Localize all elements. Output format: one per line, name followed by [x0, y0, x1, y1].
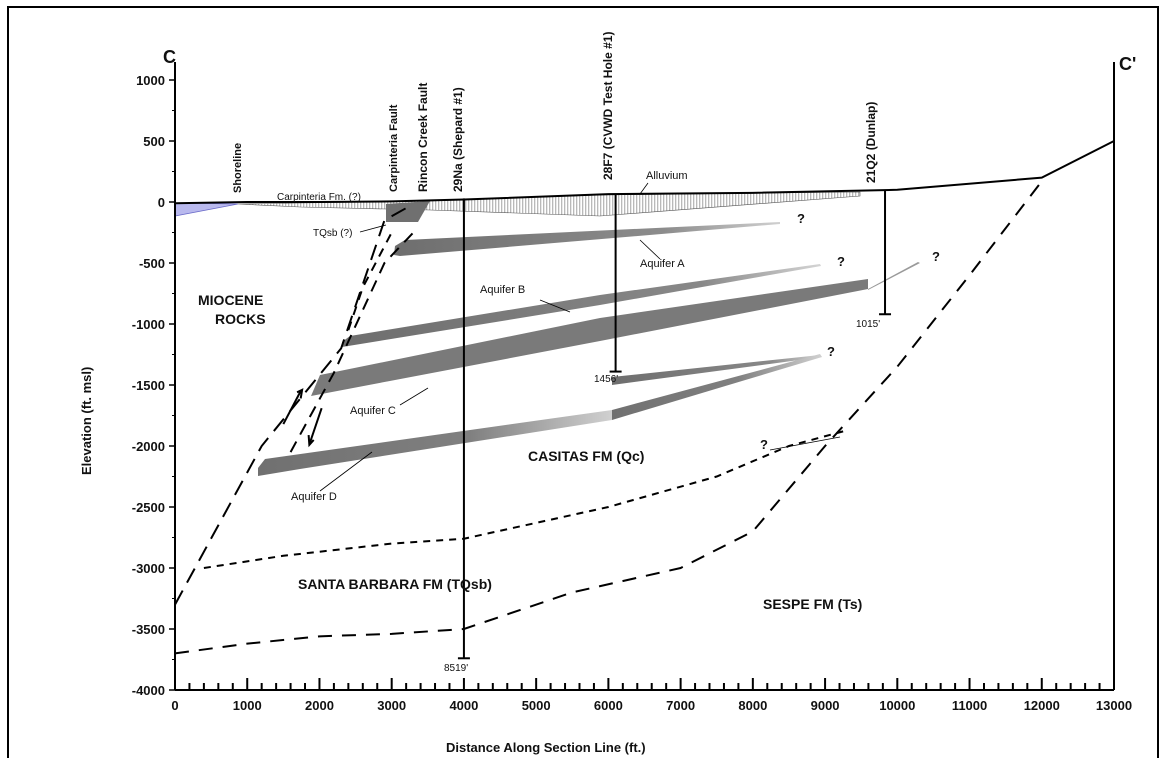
fault-arrow-down-head: [307, 434, 315, 448]
aquifer-a-layer: [394, 222, 780, 256]
y-tick-label: 500: [143, 134, 165, 149]
y-tick-label: -2000: [132, 439, 165, 454]
x-tick-label: 0: [171, 698, 178, 713]
x-tick-label: 12000: [1024, 698, 1060, 713]
fault-arrow-up: [282, 390, 302, 425]
x-tick-label: 10000: [879, 698, 915, 713]
x-tick-label: 11000: [952, 698, 987, 713]
y-tick-label: -500: [139, 256, 165, 271]
carpinteria-fault-trace: [289, 231, 415, 453]
aquifer-d-layer: [258, 410, 612, 476]
carpinteria-fm-unit: [386, 201, 430, 222]
fault-arrow-down: [309, 407, 323, 443]
y-tick-label: 0: [158, 195, 165, 210]
aquifer-b-leader: [539, 299, 571, 313]
fault-splay: [347, 232, 393, 331]
y-tick-label: -3500: [132, 622, 165, 637]
y-tick-label: -4000: [132, 683, 165, 698]
x-tick-label: 6000: [594, 698, 623, 713]
y-tick-label: 1000: [136, 73, 165, 88]
aquifer-c-layer: [311, 279, 868, 396]
x-tick-label: 2000: [305, 698, 334, 713]
aquifer-d-leader: [319, 451, 373, 492]
ocean-water: [174, 202, 239, 217]
aquifer-b-lower-layer: [868, 262, 920, 290]
x-tick-label: 9000: [811, 698, 840, 713]
sespe-base-contact: [174, 180, 1043, 655]
santa-barbara-top-contact: [203, 430, 844, 569]
y-tick-label: -3000: [132, 561, 165, 576]
y-tick-label: -1500: [132, 378, 165, 393]
x-tick-label: 13000: [1096, 698, 1132, 713]
aquifer-c-leader: [399, 387, 429, 406]
x-tick-label: 7000: [666, 698, 695, 713]
x-tick-label: 8000: [738, 698, 767, 713]
x-tick-label: 4000: [449, 698, 478, 713]
aquifer-c-extension: [612, 355, 822, 385]
aquifer-a-leader: [639, 239, 661, 260]
x-tick-label: 1000: [233, 698, 262, 713]
x-tick-label: 5000: [522, 698, 551, 713]
aquifer-b-layer: [342, 264, 821, 347]
tqsb-leader: [359, 224, 387, 233]
aquifer-d-extension: [612, 354, 822, 420]
fault-arrow-up-head: [296, 388, 304, 399]
alluvium-leader: [639, 182, 649, 195]
y-tick-label: -1000: [132, 317, 165, 332]
contact-query-leader: [769, 436, 841, 451]
y-tick-label: -2500: [132, 500, 165, 515]
ground-surface-line: [174, 140, 1115, 205]
rincon-fault-trace: [174, 207, 407, 606]
x-tick-label: 3000: [377, 698, 406, 713]
